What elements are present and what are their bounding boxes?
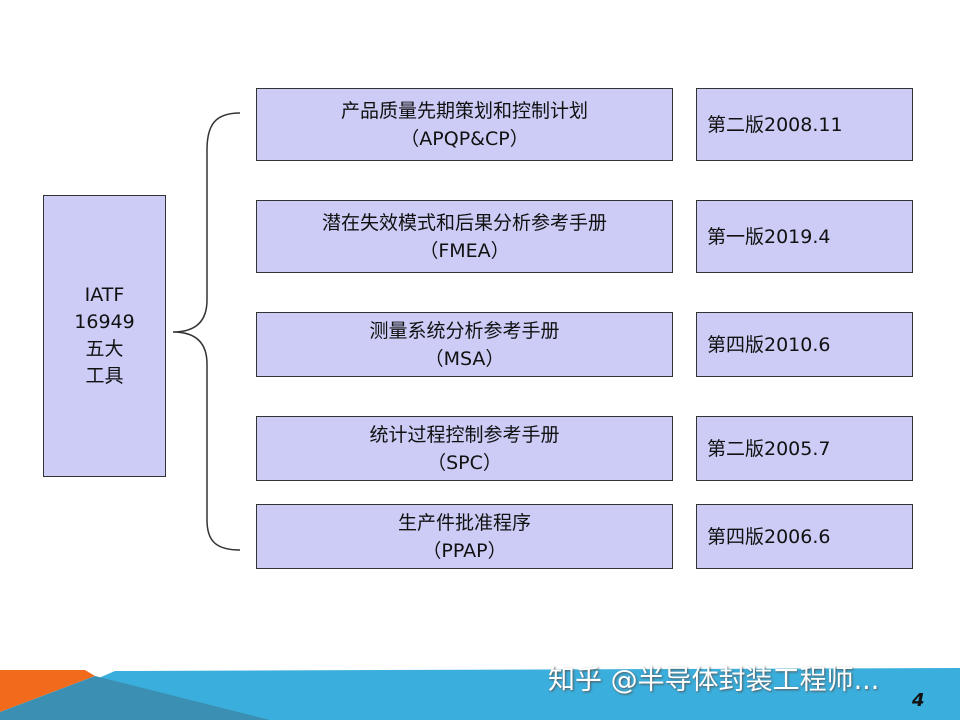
tool-name: 潜在失效模式和后果分析参考手册 <box>321 211 607 234</box>
tool-box-apqp: 产品质量先期策划和控制计划 （APQP&CP） <box>256 88 673 161</box>
curly-brace <box>172 112 241 551</box>
tool-abbr: （MSA） <box>424 347 505 370</box>
version-box-apqp: 第二版2008.11 <box>696 88 913 161</box>
tool-abbr: （FMEA） <box>419 239 510 262</box>
watermark: 知乎 @半导体封装工程师... <box>548 665 880 696</box>
tool-box-msa: 测量系统分析参考手册 （MSA） <box>256 312 673 377</box>
tool-abbr: （SPC） <box>427 451 502 474</box>
footer-blue-band <box>0 668 960 720</box>
tool-name: 生产件批准程序 <box>397 511 531 534</box>
tool-box-spc: 统计过程控制参考手册 （SPC） <box>256 416 673 481</box>
root-line: 五大 <box>85 338 124 360</box>
version-box-msa: 第四版2010.6 <box>696 312 913 377</box>
footer-teal-shape <box>0 676 270 720</box>
tool-name: 产品质量先期策划和控制计划 <box>340 99 588 122</box>
page-number: 4 <box>912 690 925 711</box>
tool-version: 第二版2005.7 <box>707 437 831 460</box>
version-box-spc: 第二版2005.7 <box>696 416 913 481</box>
version-box-ppap: 第四版2006.6 <box>696 504 913 569</box>
tool-version: 第二版2008.11 <box>707 113 843 136</box>
root-line: 工具 <box>85 365 124 387</box>
root-line: IATF <box>84 284 125 306</box>
tool-version: 第四版2006.6 <box>707 525 831 548</box>
tool-version: 第一版2019.4 <box>707 225 831 248</box>
tool-abbr: （PPAP） <box>422 539 507 562</box>
tool-version: 第四版2010.6 <box>707 333 831 356</box>
root-box-iatf16949: IATF 16949 五大 工具 <box>43 195 166 477</box>
tool-abbr: （APQP&CP） <box>400 127 529 150</box>
tool-name: 测量系统分析参考手册 <box>369 319 560 342</box>
tool-name: 统计过程控制参考手册 <box>369 423 560 446</box>
root-line: 16949 <box>74 311 135 333</box>
version-box-fmea: 第一版2019.4 <box>696 200 913 273</box>
tool-box-ppap: 生产件批准程序 （PPAP） <box>256 504 673 569</box>
footer-orange-shape <box>0 670 95 712</box>
tool-box-fmea: 潜在失效模式和后果分析参考手册 （FMEA） <box>256 200 673 273</box>
